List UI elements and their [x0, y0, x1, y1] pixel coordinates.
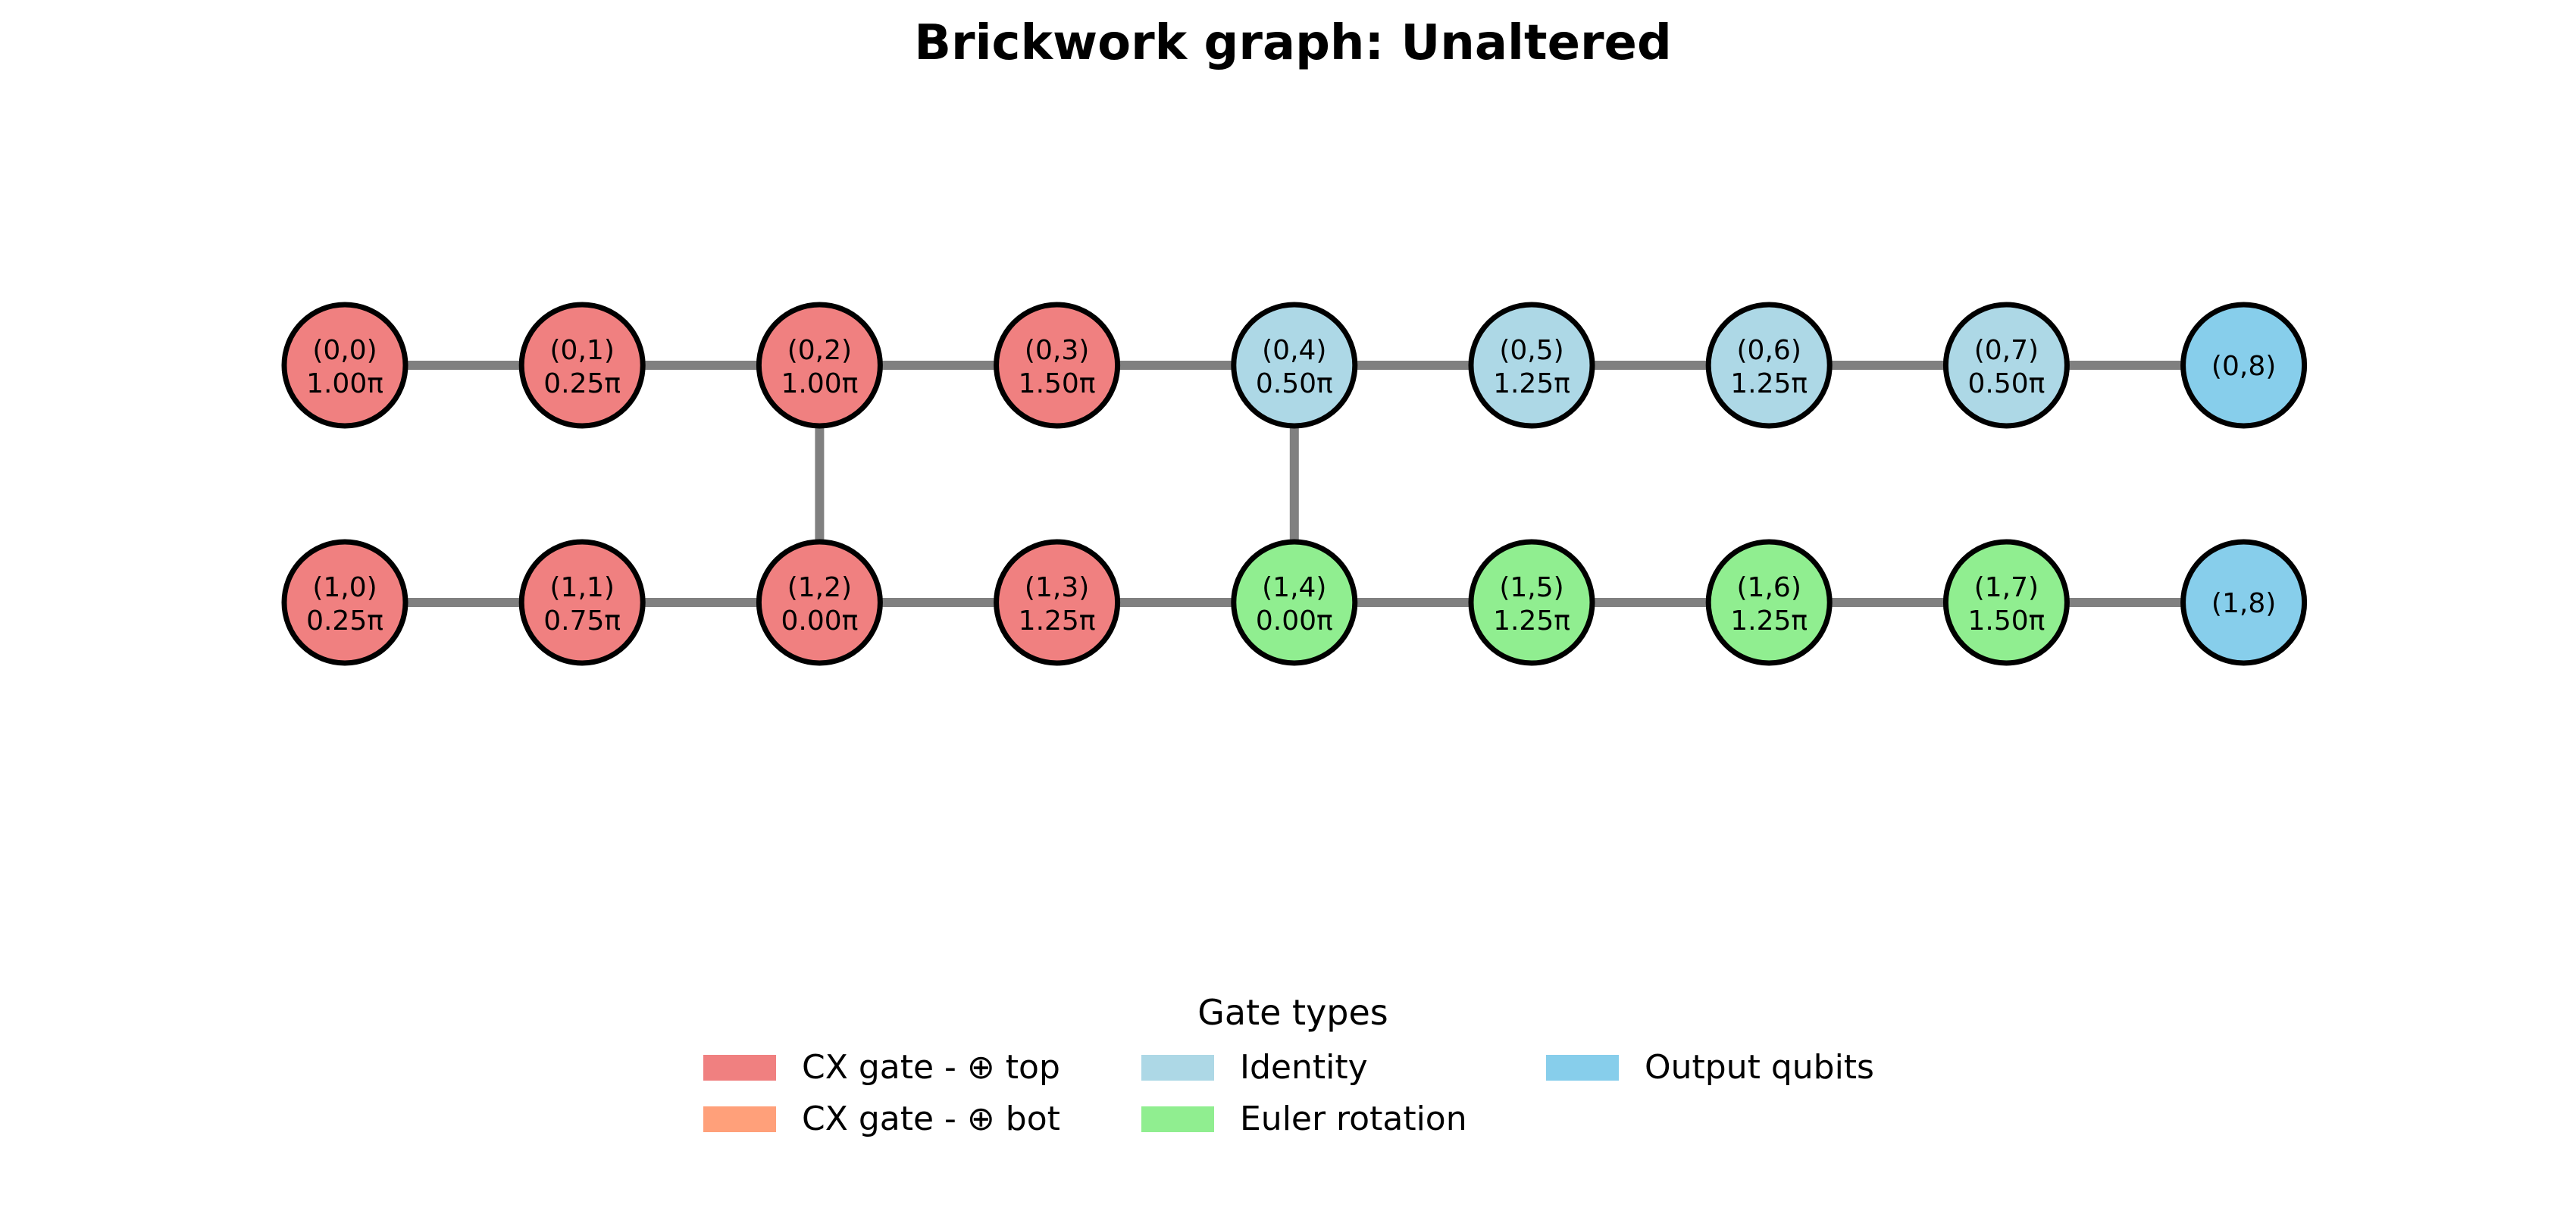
node-label: (1,1): [550, 572, 615, 603]
node-angle: 0.00π: [1256, 605, 1333, 637]
node-circle: [1942, 302, 2070, 429]
legend-label: Euler rotation: [1240, 1100, 1467, 1138]
node-0-4: (0,4)0.50π: [1231, 302, 1358, 429]
node-0-7: (0,7)0.50π: [1942, 302, 2070, 429]
node-label: (0,4): [1262, 335, 1326, 366]
node-0-0: (0,0)1.00π: [281, 302, 408, 429]
legend-swatch: [703, 1106, 776, 1132]
node-angle: 1.25π: [1019, 605, 1096, 637]
legend-swatch: [1141, 1106, 1214, 1132]
legend-swatch: [1141, 1055, 1214, 1081]
graph-title: Brickwork graph: Unaltered: [914, 15, 1672, 71]
legend-swatch: [1546, 1055, 1619, 1081]
node-angle: 0.50π: [1256, 368, 1333, 399]
node-label: (1,2): [787, 572, 852, 603]
node-angle: 1.25π: [1730, 368, 1808, 399]
node-circle: [281, 539, 408, 666]
node-circle: [1705, 302, 1833, 429]
legend-label: Identity: [1240, 1048, 1368, 1087]
node-1-3: (1,3)1.25π: [994, 539, 1121, 666]
node-1-4: (1,4)0.00π: [1231, 539, 1358, 666]
node-1-7: (1,7)1.50π: [1942, 539, 2070, 666]
node-label: (0,3): [1025, 335, 1089, 366]
node-circle: [1468, 539, 1595, 666]
node-0-6: (0,6)1.25π: [1705, 302, 1833, 429]
legend-label: CX gate - ⊕ top: [802, 1048, 1060, 1087]
node-angle: 1.50π: [1967, 605, 2045, 637]
node-label: (1,5): [1499, 572, 1563, 603]
node-angle: 1.00π: [306, 368, 383, 399]
node-label: (1,6): [1737, 572, 1801, 603]
node-circle: [518, 539, 646, 666]
graph-nodes: (0,0)1.00π(0,1)0.25π(0,2)1.00π(0,3)1.50π…: [281, 302, 2308, 666]
node-1-0: (1,0)0.25π: [281, 539, 408, 666]
node-circle: [1231, 539, 1358, 666]
node-angle: 1.25π: [1493, 368, 1570, 399]
node-circle: [1231, 302, 1358, 429]
node-angle: 0.75π: [543, 605, 621, 637]
legend-item-identity: Identity: [1141, 1048, 1368, 1087]
node-circle: [1942, 539, 2070, 666]
node-circle: [518, 302, 646, 429]
node-angle: 1.25π: [1730, 605, 1808, 637]
node-circle: [994, 539, 1121, 666]
node-label: (0,8): [2211, 351, 2276, 382]
node-1-5: (1,5)1.25π: [1468, 539, 1595, 666]
legend-item-cx-bot: CX gate - ⊕ bot: [703, 1100, 1060, 1138]
node-circle: [756, 539, 883, 666]
node-1-6: (1,6)1.25π: [1705, 539, 1833, 666]
node-label: (0,2): [787, 335, 852, 366]
node-angle: 1.00π: [781, 368, 858, 399]
node-circle: [994, 302, 1121, 429]
node-0-1: (0,1)0.25π: [518, 302, 646, 429]
node-label: (0,1): [550, 335, 615, 366]
node-angle: 0.25π: [306, 605, 383, 637]
node-angle: 0.00π: [781, 605, 858, 637]
node-angle: 1.50π: [1019, 368, 1096, 399]
node-0-8: (0,8): [2180, 302, 2308, 429]
legend-item-output: Output qubits: [1546, 1048, 1874, 1087]
legend-title: Gate types: [1197, 992, 1388, 1033]
node-label: (1,8): [2211, 588, 2276, 619]
node-1-2: (1,2)0.00π: [756, 539, 883, 666]
node-label: (1,0): [312, 572, 377, 603]
node-0-2: (0,2)1.00π: [756, 302, 883, 429]
node-circle: [2180, 302, 2308, 429]
node-angle: 0.25π: [543, 368, 621, 399]
node-circle: [281, 302, 408, 429]
node-circle: [756, 302, 883, 429]
node-angle: 0.50π: [1967, 368, 2045, 399]
node-circle: [2180, 539, 2308, 666]
node-label: (0,5): [1499, 335, 1563, 366]
node-1-1: (1,1)0.75π: [518, 539, 646, 666]
node-1-8: (1,8): [2180, 539, 2308, 666]
node-label: (0,6): [1737, 335, 1801, 366]
legend-item-cx-top: CX gate - ⊕ top: [703, 1048, 1060, 1087]
legend-label: CX gate - ⊕ bot: [802, 1100, 1060, 1138]
node-label: (1,3): [1025, 572, 1089, 603]
node-0-5: (0,5)1.25π: [1468, 302, 1595, 429]
node-circle: [1705, 539, 1833, 666]
node-angle: 1.25π: [1493, 605, 1570, 637]
legend-label: Output qubits: [1645, 1048, 1874, 1087]
node-label: (1,7): [1974, 572, 2039, 603]
node-0-3: (0,3)1.50π: [994, 302, 1121, 429]
node-label: (1,4): [1262, 572, 1326, 603]
legend-item-euler: Euler rotation: [1141, 1100, 1467, 1138]
node-label: (0,0): [312, 335, 377, 366]
legend-swatch: [703, 1055, 776, 1081]
node-circle: [1468, 302, 1595, 429]
legend: Gate types CX gate - ⊕ top CX gate - ⊕ bo…: [703, 992, 1874, 1138]
node-label: (0,7): [1974, 335, 2039, 366]
